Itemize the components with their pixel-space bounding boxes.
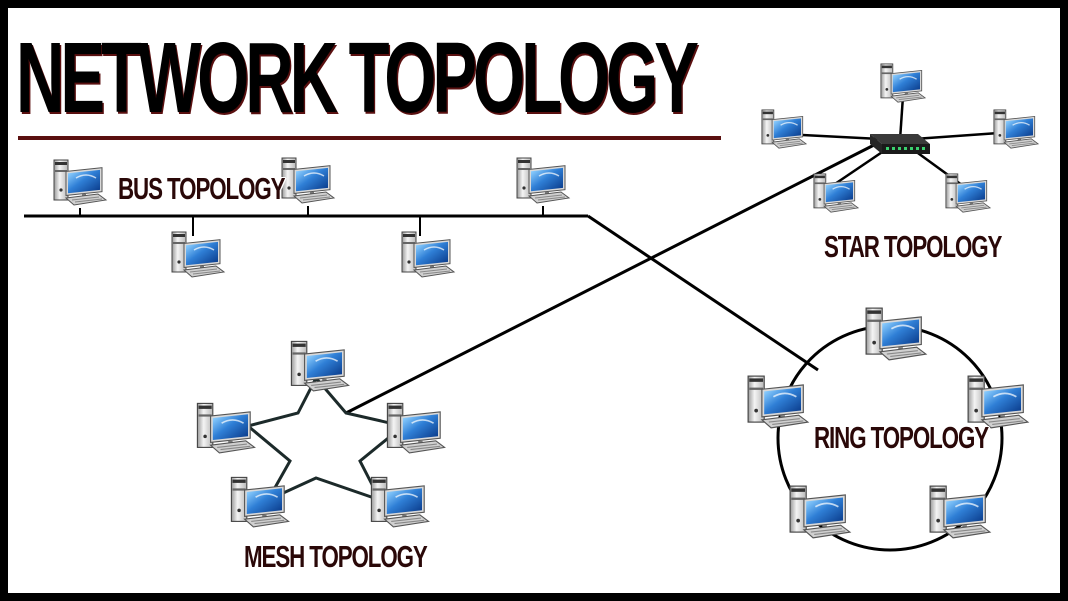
bus-topology-label: BUS TOPOLOGY [118,171,286,206]
bus-computer-1-icon [53,159,107,206]
mesh-to-star-link [345,141,879,415]
star-computer-top-icon [880,63,926,103]
ring-computer-bottom-right-icon [929,485,991,539]
mesh-computer-right-icon [386,402,446,454]
star-computer-right-icon [993,109,1039,149]
network-switch-icon [870,134,930,154]
mesh-topology-label: MESH TOPOLOGY [244,539,428,574]
bus-computer-5-icon [401,231,455,278]
star-topology-label: STAR TOPOLOGY [824,229,1002,264]
mesh-computer-bottom-left-icon [230,476,290,528]
ring-computer-top-icon [865,307,927,361]
mesh-computer-left-icon [196,402,256,454]
diagram-frame: NETWORK TOPOLOGY BUS TOPOLOGY STAR TOPOL… [8,8,1060,593]
star-computer-bottom-left-icon [813,173,859,213]
topology-diagram [24,63,1039,552]
bus-to-ring-link [587,214,819,372]
bus-cable [24,206,588,236]
star-computer-left-icon [761,109,807,149]
bus-computer-4-icon [171,231,225,278]
title-underline [18,136,721,140]
ring-computer-left-icon [747,375,809,429]
star-computer-bottom-right-icon [945,173,991,213]
mesh-computer-top-icon [290,340,350,392]
bus-computer-2-icon [281,157,335,204]
page-title: NETWORK TOPOLOGY [16,22,699,134]
mesh-computer-bottom-right-icon [370,476,430,528]
ring-topology-label: RING TOPOLOGY [814,420,989,455]
mesh-star-cable [244,375,407,504]
bus-computer-3-icon [516,157,570,204]
ring-computer-bottom-left-icon [789,485,851,539]
